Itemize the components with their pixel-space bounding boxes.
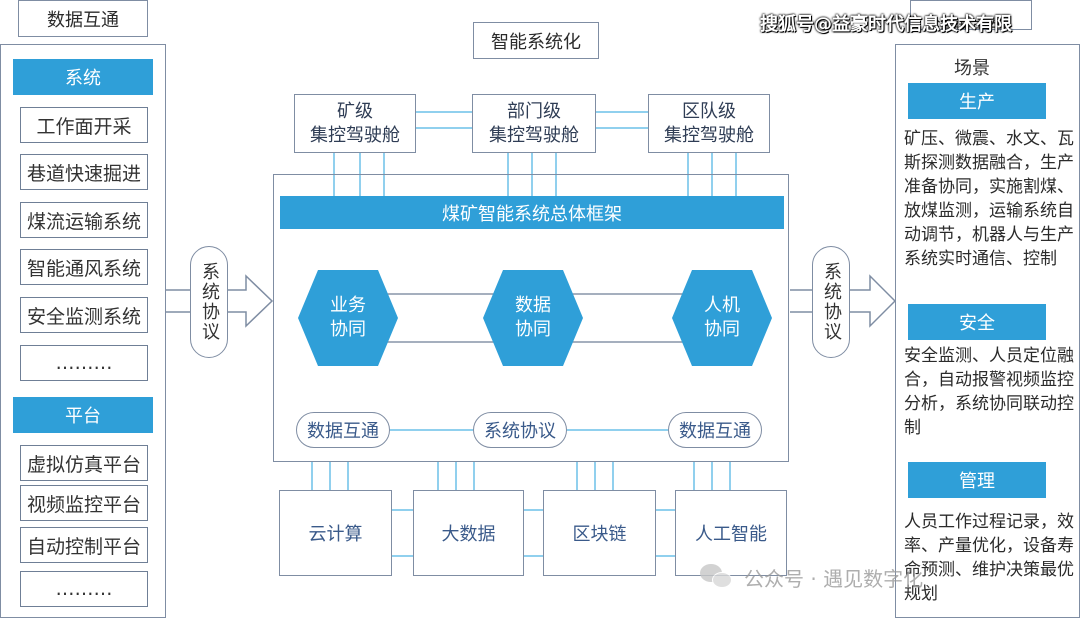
hexagon-line2: 协同 (515, 319, 551, 340)
safety-text: 安全监测、人员定位融合，自动报警视频监控分析，系统协同联动控制 (904, 346, 1074, 438)
hexagon-shapes (298, 270, 772, 366)
platform-item-label: 虚拟仿真平台 (26, 453, 141, 476)
right-top-title: 清晰再告 (910, 0, 1032, 30)
system-item-label: ……… (55, 352, 113, 374)
production-header: 生产 (908, 83, 1046, 119)
watermark-bottom-text: 公众号 · 遇见数字化 (744, 566, 924, 591)
framework-title: 煤矿智能系统总体框架 (280, 196, 784, 229)
system-item-label: 工作面开采 (36, 115, 132, 138)
platform-item-label: 视频监控平台 (26, 493, 141, 516)
platform-item-label: 自动控制平台 (26, 535, 141, 558)
watermark-bottom: 公众号 · 遇见数字化 (700, 560, 923, 594)
framework-panel (273, 174, 789, 462)
tech-label: 人工智能 (695, 524, 767, 545)
platform-item[interactable]: 自动控制平台 (20, 527, 148, 563)
framework-title-text: 煤矿智能系统总体框架 (442, 203, 622, 225)
management-header-text: 管理 (959, 471, 995, 492)
platform-header-text: 平台 (65, 406, 101, 427)
left-protocol-text: 系统协议 (199, 262, 220, 342)
left-arrow (166, 274, 274, 328)
left-title-text: 数据互通 (47, 9, 119, 31)
cockpit-line1: 区队级 (682, 101, 736, 122)
system-item[interactable]: ……… (20, 345, 148, 381)
system-item-label: 煤流运输系统 (26, 210, 141, 233)
cockpit-line2: 集控驾驶舱 (310, 125, 400, 146)
scene-label: 场景 (954, 58, 990, 79)
management-text: 人员工作过程记录，效率、产量优化，设备寿命预测、维护决策最优规划 (904, 512, 1074, 604)
platform-item[interactable]: 虚拟仿真平台 (20, 445, 148, 481)
production-text: 矿压、微震、水文、瓦斯探测数据融合，生产准备协同，实施割煤、放煤监测，运输系统自… (904, 129, 1074, 269)
system-item-label: 巷道快速掘进 (26, 162, 141, 185)
hexagon-business[interactable]: 业务 协同 (298, 294, 398, 344)
platform-item[interactable]: ……… (20, 571, 148, 607)
right-protocol-pill: 系统协议 (812, 246, 850, 358)
cockpit-mine[interactable]: 矿级 集控驾驶舱 (294, 94, 416, 153)
tech-label: 区块链 (572, 524, 627, 545)
system-item[interactable]: 工作面开采 (20, 107, 148, 143)
pill-text: 数据互通 (679, 421, 751, 442)
cockpit-line1: 部门级 (507, 101, 561, 122)
system-item-label: 安全监测系统 (26, 305, 141, 328)
right-top-title-text: 清晰再告 (935, 19, 1007, 30)
hexagon-data[interactable]: 数据 协同 (483, 294, 583, 344)
center-top-title-text: 智能系统化 (491, 31, 581, 53)
pill-text: 数据互通 (307, 421, 379, 442)
hexagon-line2: 协同 (330, 319, 366, 340)
cockpit-line1: 矿级 (337, 101, 373, 122)
tech-label: 云计算 (308, 524, 363, 545)
system-header: 系统 (13, 59, 153, 95)
platform-item[interactable]: 视频监控平台 (20, 485, 148, 521)
hexagon-human-machine[interactable]: 人机 协同 (672, 294, 772, 344)
production-header-text: 生产 (959, 92, 995, 113)
left-panel: 系统 工作面开采 巷道快速掘进 煤流运输系统 智能通风系统 安全监测系统 ………… (0, 44, 166, 618)
system-protocol-pill[interactable]: 系统协议 (473, 412, 567, 448)
hexagon-line2: 协同 (704, 319, 740, 340)
tech-label: 大数据 (441, 524, 496, 545)
platform-header: 平台 (13, 397, 153, 433)
tech-blockchain[interactable]: 区块链 (543, 490, 656, 576)
hexagon-line1: 业务 (330, 295, 366, 316)
system-item[interactable]: 安全监测系统 (20, 297, 148, 333)
system-item-label: 智能通风系统 (26, 257, 141, 280)
data-interop-pill[interactable]: 数据互通 (668, 412, 762, 448)
tech-cloud[interactable]: 云计算 (279, 490, 392, 576)
data-interop-pill[interactable]: 数据互通 (296, 412, 390, 448)
system-header-text: 系统 (65, 68, 101, 89)
cockpit-line2: 集控驾驶舱 (664, 125, 754, 146)
left-protocol-pill: 系统协议 (190, 246, 228, 358)
management-header: 管理 (908, 462, 1046, 498)
tech-bigdata[interactable]: 大数据 (413, 490, 524, 576)
center-top-title: 智能系统化 (473, 22, 599, 59)
system-item[interactable]: 煤流运输系统 (20, 202, 148, 238)
watermark-top-right: 搜狐号@益豪时代信息技术有限 (760, 14, 1012, 35)
system-item[interactable]: 智能通风系统 (20, 249, 148, 285)
platform-item-label: ……… (55, 578, 113, 600)
pill-text: 系统协议 (484, 421, 556, 442)
wechat-icon (700, 562, 734, 592)
hexagon-line1: 数据 (515, 295, 551, 316)
system-item[interactable]: 巷道快速掘进 (20, 154, 148, 190)
cockpit-line2: 集控驾驶舱 (489, 125, 579, 146)
safety-header: 安全 (908, 304, 1046, 340)
safety-header-text: 安全 (959, 313, 995, 334)
hexagon-line1: 人机 (704, 295, 740, 316)
tech-ai[interactable]: 人工智能 (675, 490, 787, 576)
cockpit-team[interactable]: 区队级 集控驾驶舱 (648, 94, 770, 153)
right-protocol-text: 系统协议 (821, 262, 842, 342)
left-title: 数据互通 (18, 0, 148, 37)
cockpit-department[interactable]: 部门级 集控驾驶舱 (472, 94, 596, 153)
